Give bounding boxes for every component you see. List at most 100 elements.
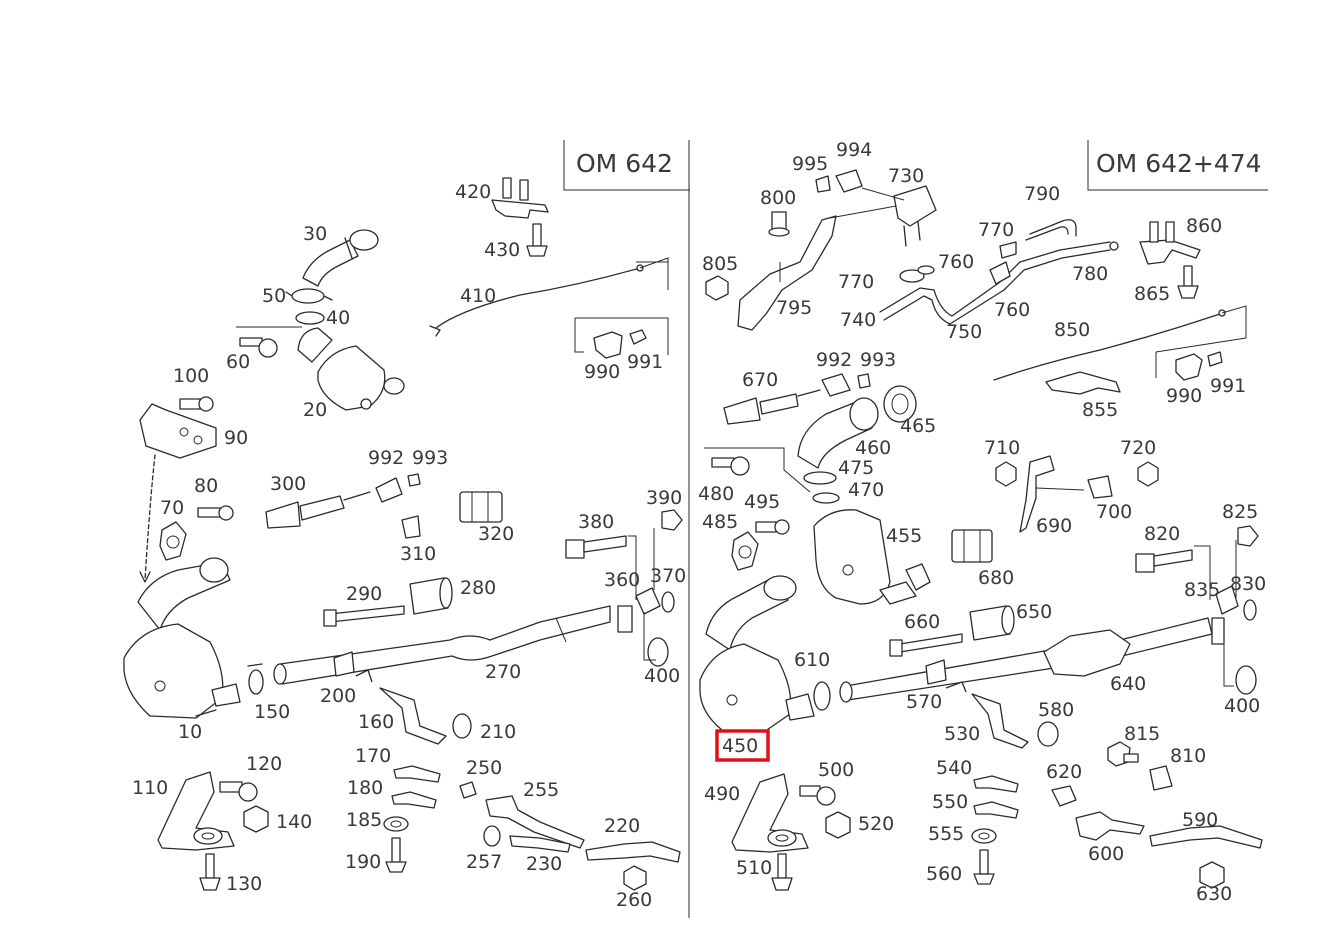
oxygen-sensor-300: [265, 473, 421, 529]
clamps-770-760: [899, 241, 1017, 285]
nut-580: [1037, 721, 1059, 747]
part-label: 90: [224, 427, 248, 449]
pressure-sensor-730: [861, 185, 937, 247]
part-label: 850: [1054, 319, 1090, 341]
part-label: 480: [698, 483, 734, 505]
bracket-795: [737, 205, 897, 331]
header-om642-474: OM 642+474: [1096, 149, 1262, 178]
part-label: 140: [276, 811, 312, 833]
cable-410: [429, 257, 669, 337]
flange-835-830: [1215, 585, 1257, 621]
part-label: 230: [526, 853, 562, 875]
part-label: 120: [246, 753, 282, 775]
insulator-650: [969, 605, 1015, 641]
part-label: 20: [303, 399, 327, 421]
part-label: 400: [644, 665, 680, 687]
rubber-mount-540-555: [971, 775, 1019, 844]
clamp-570: [925, 659, 947, 685]
header-om642: OM 642: [576, 149, 673, 178]
part-label: 410: [460, 285, 496, 307]
part-label: 994: [836, 139, 872, 161]
part-label: 790: [1024, 183, 1060, 205]
part-label: 670: [742, 369, 778, 391]
bolt-130: [199, 853, 221, 891]
part-label: 991: [627, 351, 663, 373]
part-label: 60: [226, 351, 250, 373]
part-label: 260: [616, 889, 652, 911]
cable-850: [993, 305, 1247, 381]
highlight-box-450: [715, 729, 770, 762]
part-label: 780: [1072, 263, 1108, 285]
part-label: 993: [412, 447, 448, 469]
bolt-120: [219, 781, 258, 802]
bracket-90: [139, 403, 217, 583]
clamp-200: [333, 651, 355, 677]
bolt-80: [197, 505, 234, 521]
part-label: 510: [736, 857, 772, 879]
part-label: 540: [936, 757, 972, 779]
part-label: 185: [346, 809, 382, 831]
part-label: 770: [838, 271, 874, 293]
bolt-500: [799, 785, 836, 806]
bracket-690: [1019, 455, 1085, 533]
part-label: 700: [1096, 501, 1132, 523]
header-box-left: OM 642: [563, 140, 690, 191]
bracket-860: [1139, 221, 1201, 265]
part-label: 835: [1184, 579, 1220, 601]
bracket-590: [1149, 825, 1263, 849]
bolt-800: [768, 211, 790, 237]
part-label: 420: [455, 181, 491, 203]
clip-700: [1087, 475, 1113, 499]
nut-630: [1199, 861, 1225, 889]
part-label: 210: [480, 721, 516, 743]
part-label: 300: [270, 473, 306, 495]
flange-465: [883, 385, 917, 423]
nut-805: [705, 275, 729, 301]
catalytic-converter-20: [297, 327, 405, 411]
pipe-30: [302, 229, 379, 287]
mount-400-left: [643, 612, 669, 667]
clamp-475: [803, 471, 837, 485]
part-label: 740: [840, 309, 876, 331]
catalytic-converter-10: [123, 557, 241, 719]
dpf-455: [813, 509, 931, 605]
part-label: 190: [345, 851, 381, 873]
bolt-290: [323, 605, 405, 627]
bolt-100: [179, 396, 214, 412]
part-label: 370: [650, 565, 686, 587]
bracket-600: [1075, 811, 1145, 841]
part-label: 455: [886, 525, 922, 547]
part-label: 750: [946, 321, 982, 343]
part-label: 290: [346, 583, 382, 605]
part-label: 860: [1186, 215, 1222, 237]
bolt-480: [704, 447, 811, 493]
part-label: 495: [744, 491, 780, 513]
part-label: 760: [994, 299, 1030, 321]
part-label: 500: [818, 759, 854, 781]
bracket-530: [945, 681, 1029, 749]
part-label: 250: [466, 757, 502, 779]
gasket-40: [295, 311, 325, 325]
part-label: 110: [132, 777, 168, 799]
nut-260: [623, 865, 647, 891]
nut-825: [1235, 525, 1259, 600]
part-label: 40: [326, 307, 350, 329]
header-box-right: OM 642+474: [1087, 140, 1268, 191]
part-label: 150: [254, 701, 290, 723]
bracket-420: [491, 177, 549, 219]
nut-710: [995, 461, 1017, 487]
part-label: 220: [604, 815, 640, 837]
bracket-490: [731, 773, 809, 853]
bolt-495: [755, 519, 790, 535]
gasket-485: [731, 531, 759, 571]
flange-360-370: [635, 587, 675, 615]
bracket-255: [485, 795, 585, 849]
holder-320: [459, 491, 503, 523]
part-label: 620: [1046, 761, 1082, 783]
part-label: 485: [702, 511, 738, 533]
part-label: 795: [776, 297, 812, 319]
nut-720: [1137, 461, 1159, 487]
part-label: 650: [1016, 601, 1052, 623]
part-label: 50: [262, 285, 286, 307]
part-label: 280: [460, 577, 496, 599]
